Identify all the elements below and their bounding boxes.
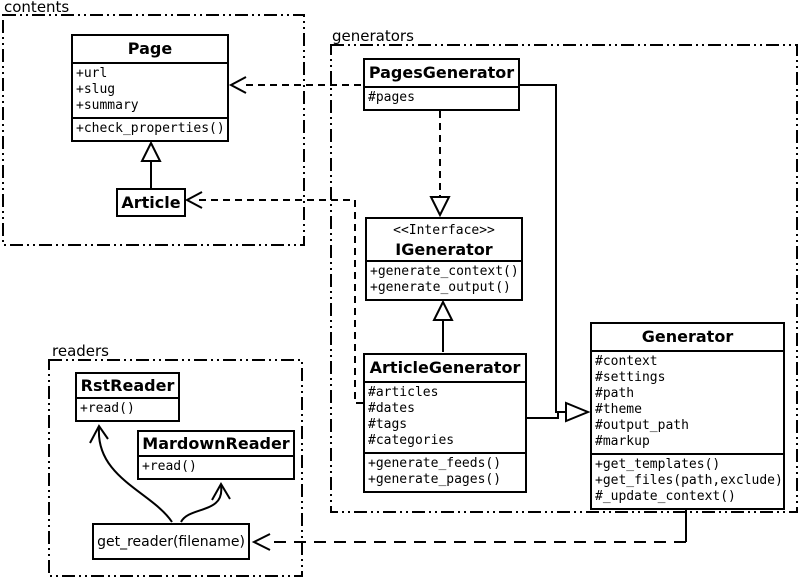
class-articlegenerator-title: ArticleGenerator	[369, 358, 521, 377]
class-generator-methods: +get_templates() +get_files(path,exclude…	[592, 453, 783, 508]
call-arrow-getreader-rstreader	[89, 424, 173, 523]
class-igenerator-header: <<Interface>> IGenerator	[367, 219, 521, 260]
dependency-arrow-generator-getreader	[251, 508, 687, 551]
attribute: +url	[76, 66, 108, 81]
attribute: #tags	[368, 417, 408, 432]
class-mardownreader: MardownReader +read()	[137, 430, 295, 480]
class-pagesgenerator: PagesGenerator #pages	[363, 58, 520, 111]
dependency-arrow-pagesgenerator-page	[228, 76, 361, 94]
class-mardownreader-methods: +read()	[139, 455, 293, 478]
attribute: #settings	[595, 370, 666, 385]
class-rstreader-methods: +read()	[77, 397, 178, 420]
method: #_update_context()	[595, 489, 736, 504]
attribute: #path	[595, 386, 635, 401]
attribute: +summary	[76, 98, 139, 113]
package-generators-border	[330, 44, 798, 513]
attribute: +slug	[76, 82, 116, 97]
attribute: #categories	[368, 433, 455, 448]
method: +get_templates()	[595, 457, 721, 472]
attribute: #markup	[595, 434, 650, 449]
class-page-methods: +check_properties()	[73, 117, 227, 140]
method: +read()	[80, 401, 135, 416]
package-contents-border	[2, 14, 305, 246]
class-pagesgenerator-attributes: #pages	[365, 86, 518, 109]
class-article-title: Article	[121, 193, 181, 212]
class-article: Article	[116, 188, 186, 217]
method: +check_properties()	[76, 121, 225, 136]
method: +read()	[142, 459, 197, 474]
class-page: Page +url +slug +summary +check_properti…	[71, 34, 229, 142]
inheritance-arrow-article-page	[140, 140, 162, 188]
class-rstreader: RstReader +read()	[75, 372, 180, 422]
class-page-title: Page	[127, 39, 173, 58]
package-label-readers: readers	[52, 342, 109, 360]
class-pagesgenerator-title: PagesGenerator	[368, 63, 515, 82]
class-articlegenerator-attributes: #articles #dates #tags #categories	[365, 381, 525, 452]
class-articlegenerator: ArticleGenerator #articles #dates #tags …	[363, 353, 527, 493]
inheritance-arrow-articlegenerator-generator	[527, 401, 591, 423]
class-rstreader-title: RstReader	[80, 376, 175, 395]
method: +generate_context()	[370, 264, 519, 279]
class-igenerator-methods: +generate_context() +generate_output()	[367, 260, 521, 299]
method: +generate_output()	[370, 280, 511, 295]
class-page-attributes: +url +slug +summary	[73, 62, 227, 117]
class-mardownreader-title: MardownReader	[142, 434, 290, 453]
attribute: #dates	[368, 401, 415, 416]
attribute: #articles	[368, 385, 439, 400]
realization-arrow-pagesgenerator-igenerator	[429, 111, 451, 218]
attribute: #context	[595, 354, 658, 369]
package-label-contents: contents	[4, 0, 70, 16]
attribute: #output_path	[595, 418, 689, 433]
method: +generate_feeds()	[368, 456, 502, 471]
inheritance-arrow-articlegenerator-igenerator	[432, 299, 454, 352]
package-readers-border	[48, 359, 303, 577]
function-box-get-reader: get_reader(filename)	[92, 523, 250, 560]
class-generator-attributes: #context #settings #path #theme #output_…	[592, 350, 783, 453]
attribute: #pages	[368, 90, 415, 105]
class-generator-title: Generator	[641, 327, 734, 346]
class-igenerator-title: IGenerator	[395, 240, 493, 259]
attribute: #theme	[595, 402, 642, 417]
method: +generate_pages()	[368, 472, 502, 487]
class-generator: Generator #context #settings #path #them…	[590, 322, 785, 510]
class-igenerator-stereotype: <<Interface>>	[393, 223, 495, 238]
function-box-label: get_reader(filename)	[97, 533, 245, 550]
package-label-generators: generators	[332, 27, 414, 45]
dependency-arrow-articlegenerator-article	[184, 191, 363, 404]
class-igenerator: <<Interface>> IGenerator +generate_conte…	[365, 217, 523, 301]
method: +get_files(path,exclude)	[595, 473, 783, 488]
call-arrow-getreader-mardownreader	[180, 482, 231, 523]
class-articlegenerator-methods: +generate_feeds() +generate_pages()	[365, 452, 525, 491]
